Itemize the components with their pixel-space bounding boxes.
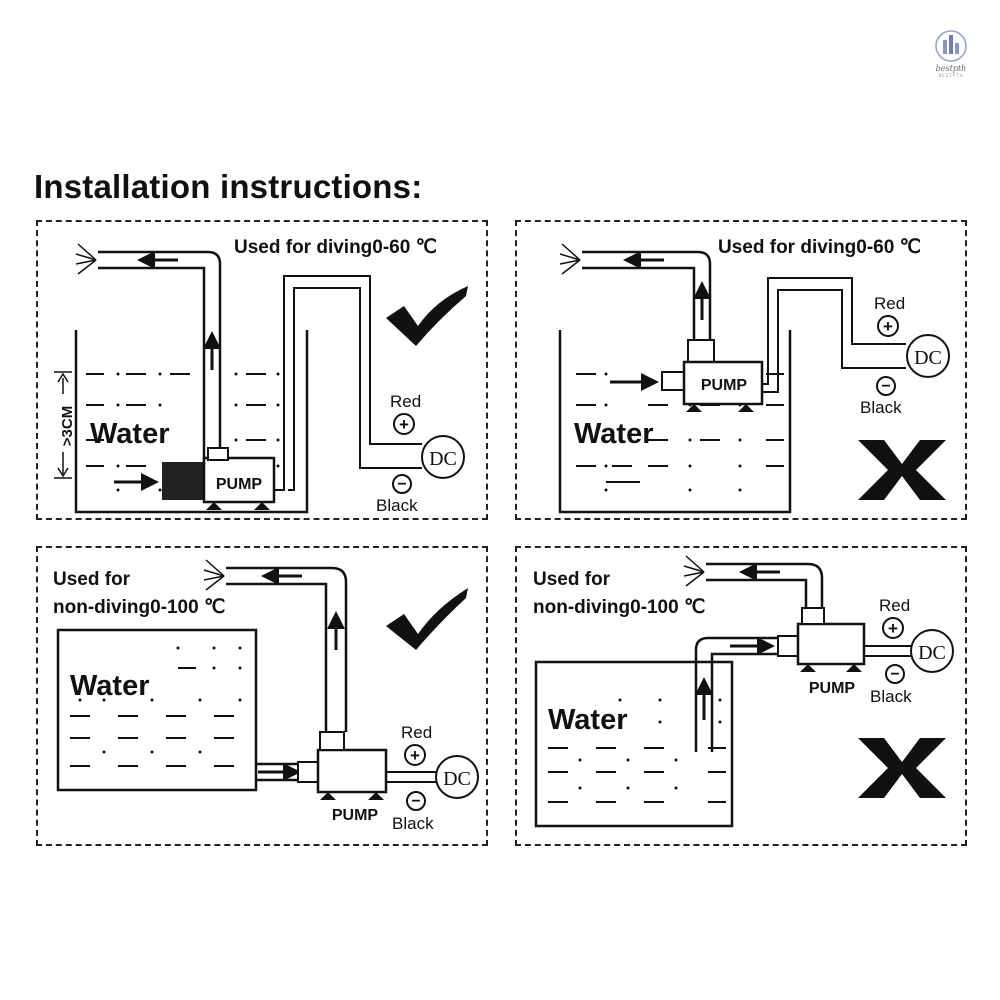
black-label: Black — [860, 398, 902, 417]
dc-label: DC — [914, 347, 942, 369]
panel-3-caption-line2: non-diving0-100 ℃ — [53, 597, 225, 618]
svg-text:+: + — [399, 415, 409, 434]
dc-power-icon — [906, 334, 950, 378]
cross-icon — [858, 440, 946, 500]
plus-icon — [882, 617, 904, 639]
panel-nondiving-correct — [36, 546, 488, 846]
red-label: Red — [879, 596, 910, 615]
svg-text:−: − — [397, 476, 406, 493]
power-wire — [386, 771, 436, 783]
plus-icon — [404, 744, 426, 766]
plus-icon — [877, 315, 899, 337]
spray-icon — [75, 243, 97, 275]
water-label: Water — [70, 670, 150, 702]
diagram-4: Used for non-diving0-100 ℃ Water PUMP DC — [533, 555, 954, 828]
panel-1-caption: Used for diving0-60 ℃ — [234, 237, 437, 258]
spray-icon — [203, 559, 225, 591]
panel-4-caption-line1: Used for — [533, 569, 611, 590]
red-label: Red — [401, 723, 432, 742]
svg-text:+: + — [883, 317, 893, 336]
water-label: Water — [548, 704, 628, 736]
panel-nondiving-wrong — [515, 546, 967, 846]
pump-label: PUMP — [216, 476, 263, 493]
water-dots — [78, 646, 242, 754]
red-label: Red — [874, 294, 905, 313]
minus-icon — [406, 791, 426, 811]
dc-power-icon — [435, 755, 479, 799]
depth-label: >3CM — [59, 406, 76, 446]
dc-label: DC — [429, 448, 457, 470]
water-label: Water — [90, 418, 170, 450]
pump-label: PUMP — [809, 680, 856, 697]
svg-text:−: − — [890, 666, 899, 683]
water-tank — [534, 660, 734, 828]
minus-icon — [876, 376, 896, 396]
page-title: Installation instructions: — [34, 168, 423, 205]
outlet-pipe — [98, 250, 222, 460]
pump-body — [682, 360, 764, 406]
panel-2-caption: Used for diving0-60 ℃ — [718, 237, 921, 258]
water-lines — [548, 747, 726, 803]
power-wire — [274, 275, 422, 491]
spray-icon — [559, 243, 581, 275]
pump-feet — [206, 502, 270, 510]
dc-power-icon — [910, 629, 954, 673]
check-icon — [386, 588, 468, 650]
black-label: Black — [870, 687, 912, 706]
pump-feet — [320, 792, 384, 800]
dc-label: DC — [443, 768, 471, 790]
water-lines — [86, 373, 266, 467]
red-label: Red — [390, 392, 421, 411]
pump-label: PUMP — [701, 377, 748, 394]
water-lines — [576, 373, 784, 483]
outlet-pipe — [226, 566, 348, 732]
brand-name: bestpth — [935, 64, 967, 73]
water-tank — [558, 330, 792, 514]
minus-icon — [885, 664, 905, 684]
diagram-1: Used for diving0-60 ℃ Water >3CM — [54, 237, 468, 515]
water-label: Water — [574, 418, 654, 450]
black-label: Black — [392, 814, 434, 833]
svg-text:−: − — [881, 378, 890, 395]
outlet-pipe — [582, 250, 712, 340]
svg-text:+: + — [410, 746, 420, 765]
svg-text:+: + — [888, 619, 898, 638]
brand-logo — [935, 30, 967, 62]
panel-diving-wrong — [515, 220, 967, 520]
water-tank — [56, 628, 258, 792]
pump-body — [316, 748, 388, 794]
svg-text:−: − — [411, 793, 420, 810]
pump-body — [202, 456, 276, 504]
water-lines — [70, 667, 234, 767]
diagram-2: Used for diving0-60 ℃ Water PUMP DC Red — [558, 237, 950, 514]
water-dots — [578, 698, 722, 790]
pump-feet — [686, 404, 754, 412]
depth-marker — [54, 371, 72, 479]
dc-label: DC — [918, 642, 946, 664]
pump-body — [796, 622, 866, 666]
panel-4-caption-line2: non-diving0-100 ℃ — [533, 597, 705, 618]
plus-icon — [393, 413, 415, 435]
pump-filter — [162, 462, 204, 500]
pump-label: PUMP — [332, 807, 379, 824]
brand-subname: BESTPTH — [938, 73, 964, 78]
pump-feet — [800, 664, 862, 672]
power-wire — [762, 277, 906, 393]
black-label: Black — [376, 496, 418, 515]
water-dots — [604, 372, 742, 492]
diagram-3: Used for non-diving0-100 ℃ Water PUMP — [53, 559, 479, 833]
panel-3-caption-line1: Used for — [53, 569, 131, 590]
panel-diving-correct — [36, 220, 488, 520]
minus-icon — [392, 474, 412, 494]
water-tank — [74, 330, 309, 514]
spray-icon — [683, 555, 705, 587]
check-icon — [386, 286, 468, 346]
dc-power-icon — [421, 435, 465, 479]
cross-icon — [858, 738, 946, 798]
pump-inlet — [661, 371, 685, 391]
power-wire — [864, 645, 912, 657]
